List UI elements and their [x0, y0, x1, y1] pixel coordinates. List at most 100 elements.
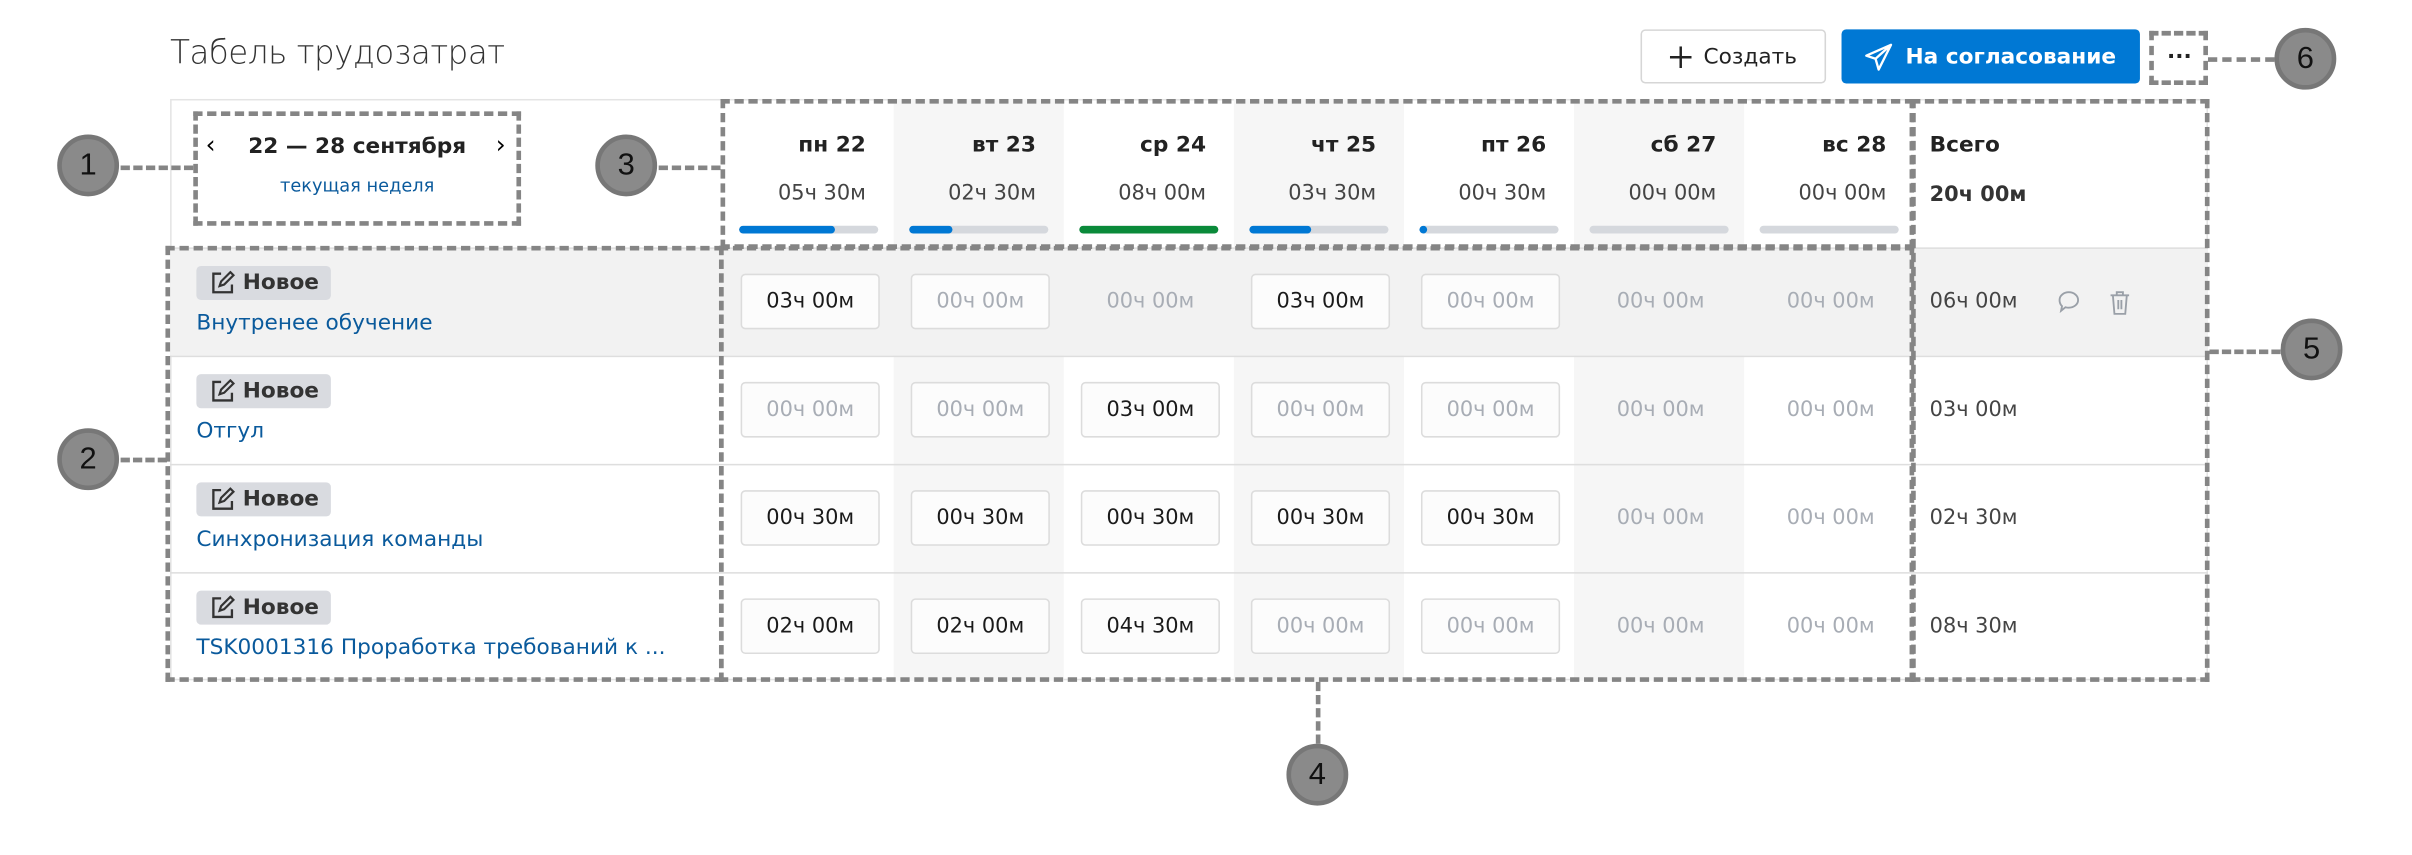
day-total: 00ч 30м: [1458, 180, 1547, 206]
row-total: 06ч 00м: [1929, 289, 2018, 314]
hours-input[interactable]: 03ч 00м: [1250, 273, 1391, 330]
create-label: Создать: [1703, 44, 1798, 69]
hours-input[interactable]: 00ч 00м: [1420, 598, 1561, 655]
day-header: вт 23 02ч 30м: [894, 99, 1064, 247]
edit-icon: [212, 487, 236, 510]
day-total: 00ч 00м: [1628, 180, 1717, 206]
day-name: сб 27: [1650, 132, 1717, 158]
hours-input[interactable]: 03ч 00м: [740, 273, 880, 330]
hours-input[interactable]: 00ч 30м: [1250, 490, 1391, 546]
task-link[interactable]: Синхронизация команды: [196, 527, 484, 552]
day-name: вс 28: [1822, 132, 1887, 158]
prev-week-chevron-icon[interactable]: ‹: [205, 129, 216, 160]
hours-value: 00ч 00м: [1786, 505, 1875, 531]
total-header-value: 20ч 00м: [1929, 182, 2027, 208]
edit-icon: [212, 378, 236, 402]
hours-input[interactable]: 00ч 00м: [1250, 598, 1391, 655]
current-week-link[interactable]: текущая неделя: [279, 174, 435, 197]
hours-input[interactable]: 00ч 30м: [1420, 490, 1561, 546]
more-options-button[interactable]: ···: [2154, 29, 2205, 83]
day-total: 02ч 30м: [948, 180, 1036, 206]
status-badge: Новое: [196, 265, 332, 300]
comment-icon[interactable]: [2056, 289, 2081, 314]
hours-input[interactable]: 04ч 30м: [1080, 598, 1220, 655]
hours-value: 00ч 00м: [1616, 397, 1705, 423]
table-row: Новое TSK0001316 Проработка требований к…: [170, 572, 2208, 680]
day-progress-fill: [909, 225, 953, 234]
day-progress-bar: [1079, 225, 1219, 234]
day-total: 00ч 00м: [1798, 180, 1887, 206]
callout-connector: [120, 457, 167, 463]
week-range: 22 — 28 сентября: [248, 134, 467, 160]
hours-input[interactable]: 02ч 00м: [740, 598, 880, 655]
hours-input[interactable]: 00ч 00м: [1420, 273, 1561, 330]
send-icon: [1865, 42, 1893, 70]
day-total: 05ч 30м: [778, 180, 866, 206]
task-link[interactable]: Отгул: [196, 419, 265, 444]
day-total: 08ч 00м: [1118, 180, 1207, 206]
hours-input[interactable]: 00ч 00м: [1250, 381, 1391, 438]
hours-value: 00ч 00м: [1786, 397, 1875, 423]
page-title: Табель трудозатрат: [170, 34, 505, 72]
table-row: Новое Отгул 00ч 00м 00ч 00м 03ч 00м 00ч 00м 0…: [170, 355, 2208, 464]
more-icon: ···: [2167, 44, 2192, 69]
hours-input[interactable]: 00ч 00м: [910, 273, 1050, 330]
day-progress-fill: [1079, 225, 1219, 234]
status-badge: Новое: [196, 482, 332, 517]
day-progress-bar: [1249, 225, 1389, 234]
callout-box-6: [2149, 30, 2208, 86]
status-label: Новое: [242, 595, 320, 621]
day-name: пн 22: [798, 132, 866, 158]
next-week-chevron-icon[interactable]: ›: [495, 129, 506, 160]
hours-input[interactable]: 02ч 00м: [910, 598, 1050, 655]
day-header: сб 27 00ч 00м: [1574, 99, 1744, 247]
table-row: Новое Внутренее обучение 03ч 00м 00ч 00м 00…: [170, 247, 2208, 356]
plus-icon: [1669, 45, 1692, 68]
status-badge: Новое: [196, 374, 332, 409]
status-label: Новое: [242, 487, 320, 512]
hours-input[interactable]: 00ч 00м: [1420, 381, 1561, 438]
callout-connector: [120, 165, 194, 171]
day-column-bg: [1574, 98, 1745, 681]
callout-6: 6: [2274, 27, 2337, 90]
send-for-approval-button[interactable]: На согласование: [1841, 29, 2140, 84]
row-total: 03ч 00м: [1929, 397, 2018, 423]
status-label: Новое: [242, 270, 320, 296]
week-navigator: ‹ 22 — 28 сентября › текущая неделя: [193, 130, 521, 196]
approve-label: На согласование: [1905, 44, 2117, 69]
hours-input[interactable]: 00ч 30м: [910, 490, 1050, 546]
task-link[interactable]: TSK0001316 Проработка требований к ...: [196, 635, 666, 661]
day-progress-bar: [1759, 225, 1899, 234]
create-button[interactable]: Создать: [1640, 29, 1827, 84]
day-name: пт 26: [1481, 132, 1547, 158]
day-progress-fill: [739, 225, 836, 234]
hours-input[interactable]: 00ч 00м: [910, 381, 1050, 438]
task-link[interactable]: Внутренее обучение: [196, 310, 433, 336]
callout-box-2: [165, 245, 724, 682]
day-header: чт 25 03ч 30м: [1234, 99, 1404, 247]
hours-value: 00ч 00м: [1786, 289, 1875, 314]
callout-5: 5: [2280, 318, 2343, 381]
callout-3: 3: [595, 134, 658, 197]
hours-value: 00ч 00м: [1616, 613, 1705, 639]
row-total: 08ч 30м: [1929, 613, 2018, 639]
day-header: вс 28 00ч 00м: [1744, 99, 1914, 247]
hours-value: 00ч 00м: [1616, 505, 1705, 531]
day-name: чт 25: [1311, 132, 1377, 158]
callout-1: 1: [57, 134, 120, 197]
day-progress-bar: [909, 225, 1049, 234]
hours-input[interactable]: 00ч 00м: [740, 381, 880, 438]
trash-icon[interactable]: [2107, 289, 2132, 315]
table-row: Новое Синхронизация команды 00ч 30м 00ч 30…: [170, 463, 2208, 572]
day-progress-fill: [1249, 225, 1311, 234]
row-total: 02ч 30м: [1929, 505, 2018, 531]
callout-connector: [1315, 681, 1321, 744]
callout-2: 2: [57, 428, 120, 491]
hours-input[interactable]: 00ч 30м: [740, 490, 880, 546]
hours-value: 00ч 00м: [1616, 289, 1705, 314]
hours-input[interactable]: 03ч 00м: [1080, 381, 1220, 438]
status-badge: Новое: [196, 590, 332, 625]
hours-input[interactable]: 00ч 30м: [1080, 490, 1220, 546]
callout-connector: [2209, 349, 2281, 355]
